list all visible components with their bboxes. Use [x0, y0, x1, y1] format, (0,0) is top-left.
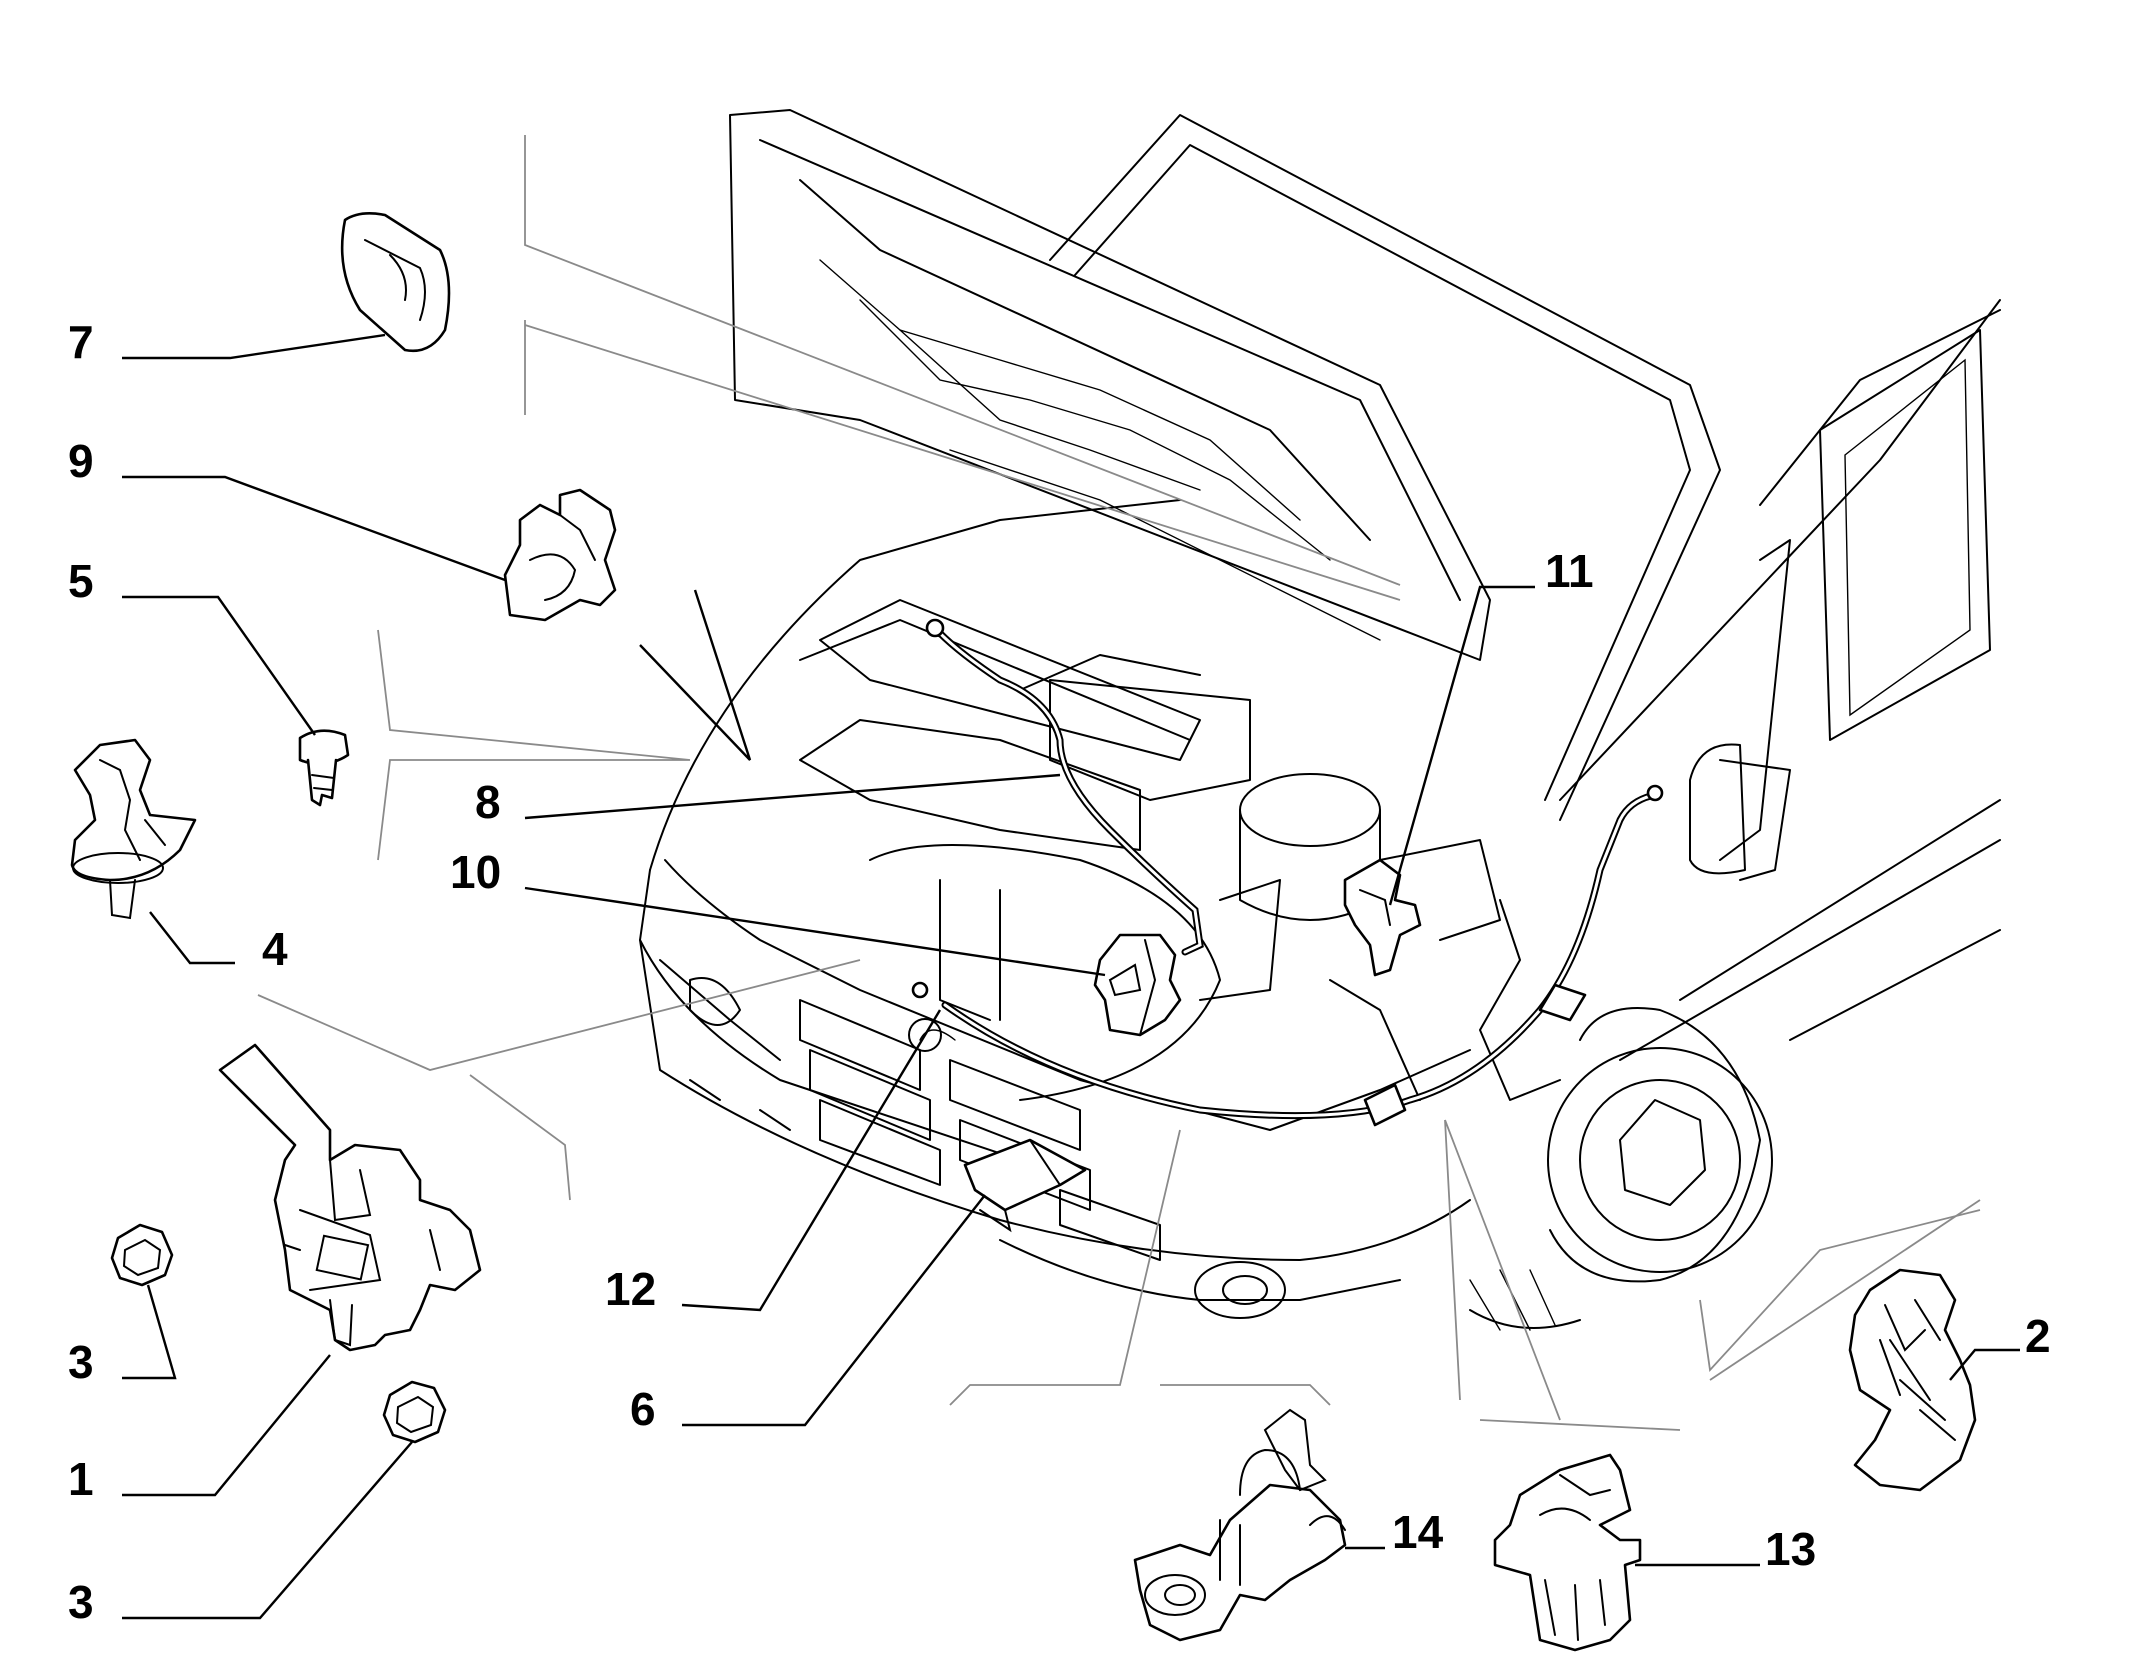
callout-10: 10 [450, 846, 501, 898]
bonnet-release-cable [911, 784, 1664, 1127]
leader-5 [122, 595, 316, 736]
leader-10 [524, 886, 1106, 977]
callout-1: 1 [68, 1453, 94, 1505]
leader-1 [122, 1354, 331, 1497]
leader-2 [1949, 1348, 2020, 1381]
callout-4: 4 [262, 923, 288, 975]
leader-7 [122, 333, 386, 360]
part-7-rubber-buffer [340, 212, 451, 353]
leader-11 [1388, 585, 1535, 906]
callout-14: 14 [1392, 1506, 1444, 1558]
callout-8: 8 [475, 776, 501, 828]
part-14-cable-holder [1133, 1408, 1347, 1642]
callout-3a: 3 [68, 1336, 94, 1388]
part-6-rubber-pad [963, 1138, 1087, 1233]
part-1-bonnet-lock [218, 1043, 482, 1352]
part-3-flange-nut-lower [382, 1380, 447, 1444]
vehicle-front-outline [639, 109, 2001, 1331]
callout-3b: 3 [68, 1576, 94, 1628]
callout-11: 11 [1545, 545, 1594, 597]
callout-5: 5 [68, 555, 94, 607]
part-3-flange-nut-upper [110, 1223, 174, 1287]
leader-3b [122, 1441, 413, 1620]
part-4-locking-clip [70, 738, 197, 920]
leader-3a [122, 1284, 177, 1380]
part-5-push-rivet [298, 729, 350, 807]
callout-labels: 7 9 5 4 8 10 11 12 6 3 1 3 14 13 2 [68, 316, 2051, 1628]
callout-13: 13 [1765, 1523, 1816, 1575]
part-9-clip [503, 488, 617, 622]
callout-9: 9 [68, 435, 94, 487]
leader-6 [682, 1194, 986, 1427]
leader-12 [681, 1009, 942, 1312]
leader-9 [122, 475, 506, 582]
leader-8 [524, 773, 1061, 820]
callout-12: 12 [605, 1263, 656, 1315]
part-2-lever-cover [1848, 1268, 1977, 1492]
callout-6: 6 [630, 1383, 656, 1435]
part-10-clip [1093, 933, 1182, 1037]
part-11-clip [1343, 858, 1422, 977]
bonnet-prop-rod [925, 618, 1204, 956]
callout-2: 2 [2025, 1310, 2051, 1362]
leader-4 [149, 911, 235, 965]
group-brackets [257, 135, 1981, 1431]
leader-bonnet-a [639, 589, 752, 761]
callout-7: 7 [68, 316, 94, 368]
leader-lines [122, 333, 2020, 1620]
part-13-fastener-clip [1493, 1453, 1642, 1652]
